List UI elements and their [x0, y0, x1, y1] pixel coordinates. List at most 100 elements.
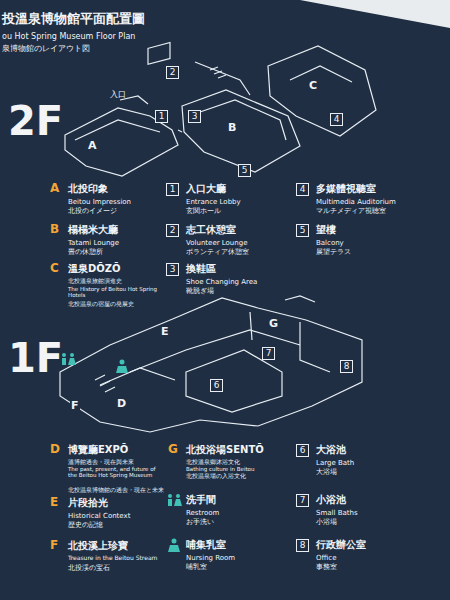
map-letter: A [87, 140, 98, 153]
number-box: 4 [296, 183, 309, 196]
label-text: Balcony [316, 239, 344, 247]
number-box: 2 [166, 66, 179, 79]
map-letter: F [70, 400, 80, 413]
key-letter: F [50, 539, 58, 553]
label-text: 入口 [110, 90, 126, 99]
callout-number: 1 [170, 185, 176, 194]
callout-number: 5 [300, 226, 306, 235]
number-box: 3 [188, 110, 201, 123]
room-name: 博覽廳EXPŌ [68, 444, 128, 456]
key-letter: E [50, 496, 58, 510]
label-text: ボランティア休憩室 [186, 248, 249, 256]
callout-number: 2 [170, 226, 176, 235]
label-text: The History of Beitou Hot Spring Hotels [68, 286, 160, 299]
callout-number: 4 [300, 185, 306, 194]
label-text: 北投渓の宝石 [68, 564, 110, 572]
callout-number: 8 [344, 362, 350, 371]
label-text: Nursing Room [186, 554, 235, 562]
callout-number: 5 [242, 166, 248, 175]
label-text: The past, present, and future of the Bei… [68, 466, 163, 479]
label-text: 展望テラス [316, 248, 351, 256]
label-text: 北投溫泉鄉沐浴文化 [186, 459, 240, 465]
key-letter: B [50, 223, 59, 237]
map-letter: B [227, 122, 237, 135]
label-text: 事務室 [316, 563, 337, 571]
number-box: 6 [296, 444, 309, 457]
label-text: お手洗い [186, 518, 214, 526]
label-text: 北投のイメージ [68, 207, 117, 215]
label-text: マルチメディア視聴室 [316, 207, 386, 215]
label-text: 北投温泉の宿屋の発展史 [68, 301, 134, 308]
callout-number: 3 [170, 265, 176, 274]
label-text: ou Hot Spring Museum Floor Plan [2, 32, 135, 41]
key-letter: A [50, 182, 59, 196]
label-text: 靴脱ぎ場 [186, 287, 214, 295]
room-name: 洗手間 [186, 494, 216, 506]
label-text: 北投温泉博物館の過去・現在と未来 [68, 487, 164, 493]
callout-number: 6 [214, 381, 220, 390]
key-letter: C [50, 262, 59, 276]
room-name: 北投印象 [68, 183, 108, 195]
number-box: 2 [166, 224, 179, 237]
label-text: 畳の休憩所 [68, 248, 103, 256]
number-box: 3 [166, 263, 179, 276]
callout-number: 4 [334, 115, 340, 124]
nursing-icon [116, 360, 180, 553]
label-text: 北投溫泉旅館演進史 [68, 278, 122, 285]
label-text: 泉博物館のレイアウト図 [2, 44, 90, 53]
callout-number: 7 [300, 496, 306, 505]
number-box: 8 [340, 360, 353, 373]
callout-number: 8 [300, 541, 306, 550]
number-box: 8 [296, 539, 309, 552]
number-box: 7 [296, 494, 309, 507]
label-text: 歴史の記憶 [68, 521, 103, 529]
callout-number: 1 [159, 112, 165, 121]
room-name: 行政辦公室 [316, 539, 366, 551]
room-name: 北投溪上珍寶 [68, 540, 128, 552]
callout-number: 2 [170, 68, 176, 77]
label-text: Small Baths [316, 509, 358, 517]
number-box: 5 [238, 164, 251, 177]
label-text: 溫博館過去・現在與未來 [68, 459, 134, 465]
label-text: Beitou Impression [68, 198, 131, 206]
map-letter: G [268, 318, 279, 331]
number-box: 4 [330, 113, 343, 126]
room-name: 小浴池 [316, 494, 346, 506]
callout-number: 6 [300, 446, 306, 455]
room-name: 望樓 [316, 224, 336, 236]
label-text: 哺乳室 [186, 563, 207, 571]
label-text: Historical Context [68, 512, 130, 520]
room-name: 片段拾光 [68, 497, 108, 509]
restroom-icon [62, 353, 182, 506]
floor-label: 1F [8, 335, 63, 381]
label-text: 大浴場 [316, 468, 337, 476]
label-text: 北投温泉場の入浴文化 [186, 473, 246, 479]
floor-2f-outline [65, 42, 376, 176]
title: 投溫泉博物館平面配置圖 [2, 12, 145, 27]
room-name: 換鞋區 [186, 263, 216, 275]
callout-number: 7 [266, 349, 272, 358]
label-text: Office [316, 554, 336, 562]
room-name: 榻榻米大廳 [68, 224, 118, 236]
number-box: 1 [155, 110, 168, 123]
room-name: 北投浴場SENTŌ [186, 444, 264, 456]
wall [300, 0, 450, 28]
label-text: 玄関ホール [186, 207, 221, 215]
label-text: Large Bath [316, 459, 354, 467]
number-box: 5 [296, 224, 309, 237]
label-text: 小浴場 [316, 518, 337, 526]
label-text: Restroom [186, 509, 219, 517]
room-name: 溫泉DŌZŌ [68, 263, 121, 275]
label-text: Volunteer Lounge [186, 239, 248, 247]
label-text: Entrance Lobby [186, 198, 241, 206]
label-text: Multimedia Auditorium [316, 198, 396, 206]
label-text: Tatami Lounge [68, 239, 119, 247]
key-letter: G [168, 443, 178, 457]
room-name: 大浴池 [316, 444, 346, 456]
label-text: Bathing culture in Beitou [186, 466, 254, 472]
room-name: 哺集乳室 [186, 539, 226, 551]
number-box: 1 [166, 183, 179, 196]
floor-label: 2F [8, 98, 63, 144]
room-name: 入口大廳 [186, 183, 226, 195]
